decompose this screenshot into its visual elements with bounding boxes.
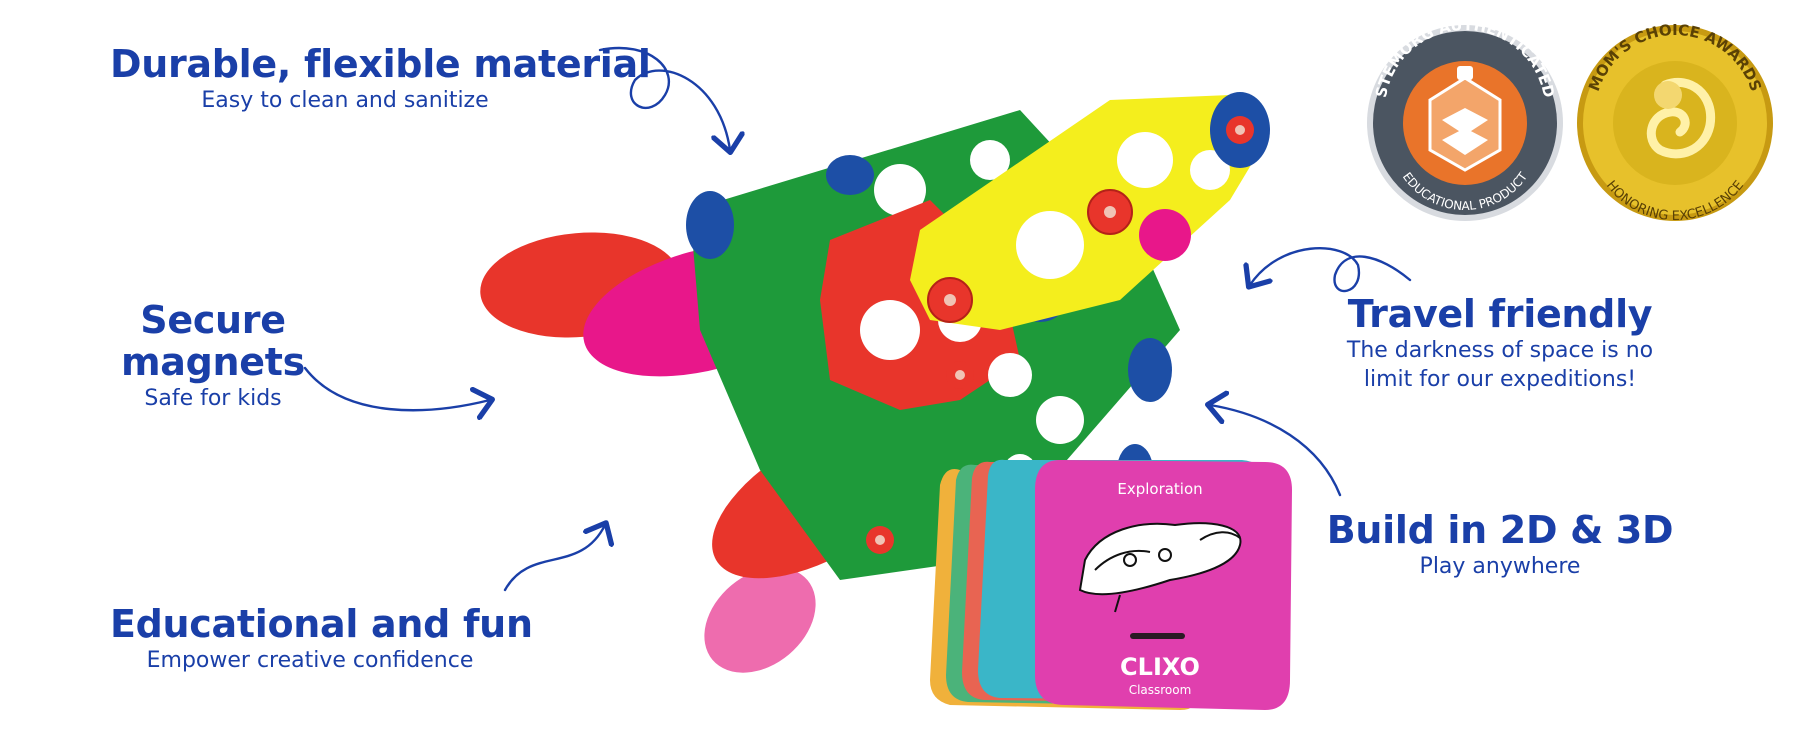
magnet-discs <box>866 116 1254 554</box>
feature-title: Travel friendly <box>1347 292 1653 336</box>
robot-icon <box>1457 66 1473 80</box>
feature-travel: Travel friendly The darkness of space is… <box>1310 292 1690 395</box>
card-slot <box>1130 633 1185 639</box>
yellow-tube <box>910 95 1260 330</box>
feature-educational: Educational and fun Empower creative con… <box>110 602 533 675</box>
blade-pink-bottom <box>704 567 816 673</box>
card-brand-sub: Classroom <box>1129 683 1192 697</box>
feature-subtitle: Easy to clean and sanitize <box>201 87 489 113</box>
arrow-durable-icon <box>598 46 730 150</box>
arrow-magnets-icon <box>303 366 490 410</box>
feature-subtitle: Safe for kids <box>144 385 282 411</box>
feature-durable: Durable, flexible material Easy to clean… <box>110 42 651 115</box>
feature-build: Build in 2D & 3D Play anywhere <box>1320 508 1680 581</box>
card-brand-logo: CLIXO <box>1120 653 1200 681</box>
stemorg-badge: STEMORG AUTHENTICATED EDUCATIONAL PRODUC… <box>1367 16 1563 221</box>
arrow-travel-icon <box>1250 247 1412 293</box>
feature-subtitle: Play anywhere <box>1419 553 1581 579</box>
moms-choice-badge: MOM'S CHOICE AWARDS HONORING EXCELLENCE <box>1577 21 1773 224</box>
mother-child-icon <box>1646 77 1716 159</box>
feature-title: Build in 2D & 3D <box>1326 508 1674 552</box>
arrow-icons <box>303 46 1412 592</box>
feature-subtitle: The darkness of space is no limit for ou… <box>1346 337 1654 393</box>
feature-title: Educational and fun <box>110 602 533 646</box>
card-stack <box>930 459 1292 710</box>
arrow-build-icon <box>1210 405 1342 497</box>
card-front <box>1035 460 1292 710</box>
card-title: Exploration <box>1117 480 1202 498</box>
feature-magnets: Secure magnets Safe for kids <box>48 298 378 413</box>
feature-subtitle: Empower creative confidence <box>146 647 474 673</box>
arrow-educational-icon <box>503 525 605 592</box>
card-drawing-icon <box>1078 522 1242 613</box>
feature-title: Secure magnets <box>121 298 305 384</box>
feature-title: Durable, flexible material <box>110 42 651 86</box>
